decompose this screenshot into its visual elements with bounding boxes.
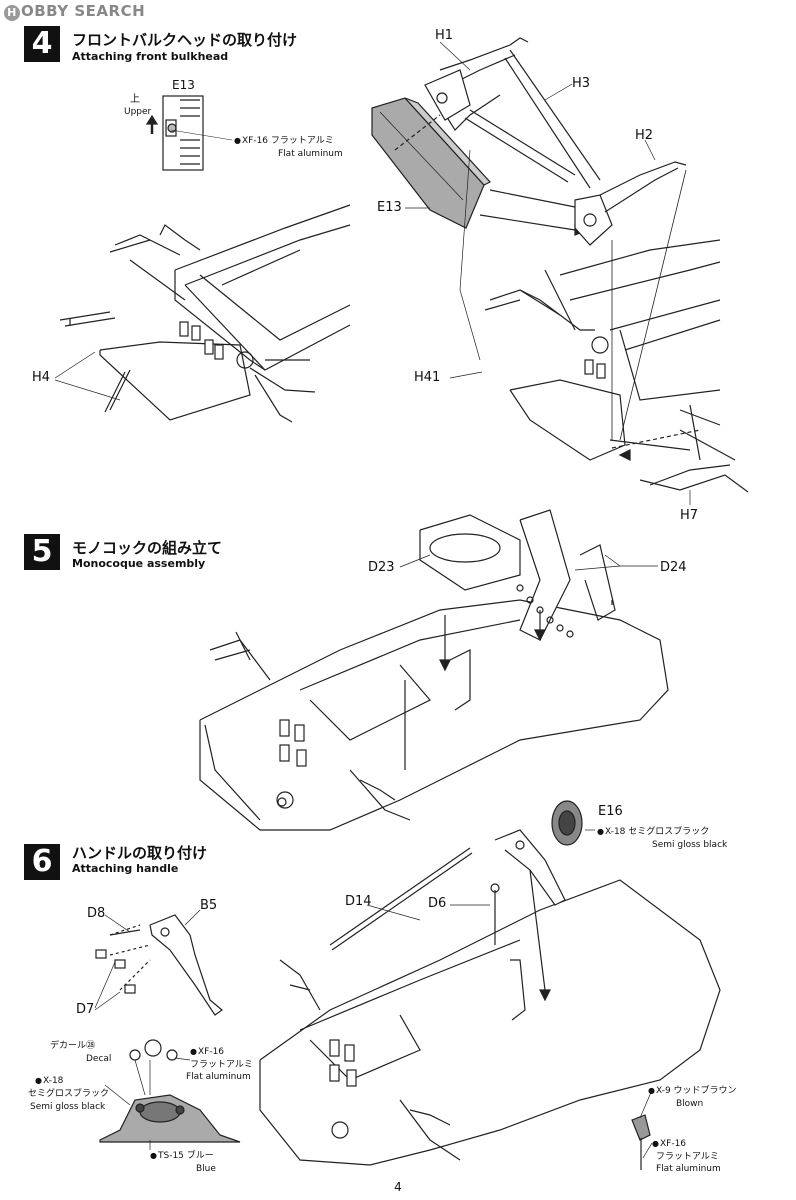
e13-detail-label: E13 xyxy=(172,78,195,92)
watermark-text: OBBY SEARCH xyxy=(21,2,146,20)
part-d7-label: D7 xyxy=(76,1002,95,1017)
e16-paint-code: X-18 セミグロスブラック xyxy=(597,826,709,838)
part-h3-label: H3 xyxy=(572,76,591,91)
part-e13-label: E13 xyxy=(377,200,402,215)
step6-leader-lines xyxy=(94,829,653,1159)
part-d23-label: D23 xyxy=(368,560,395,575)
step6-chassis-drawing xyxy=(259,800,721,1170)
e13-bulkhead-drawing xyxy=(371,97,602,236)
step6-handle-parts-drawing xyxy=(95,914,223,1016)
part-h2-label: H2 xyxy=(635,128,654,143)
xf16-paint-name: フラットアルミ xyxy=(190,1060,253,1070)
x9-paint-code: X-9 ウッドブラウン xyxy=(648,1085,737,1097)
e13-paint-code: XF-16 フラットアルミ xyxy=(234,135,334,147)
step5-monocoque-drawing xyxy=(199,509,669,831)
part-d8-label: D8 xyxy=(87,906,106,921)
step4-left-chassis-drawing xyxy=(59,204,351,423)
ts15-paint-code: TS-15 ブルー xyxy=(150,1150,214,1162)
e13-detail-drawing xyxy=(145,95,233,171)
step4-leader-lines xyxy=(54,41,691,505)
part-h41-label: H41 xyxy=(414,370,441,385)
xf16b-paint-name: フラットアルミ xyxy=(656,1152,719,1162)
part-e16-label: E16 xyxy=(598,804,623,819)
part-h7-label: H7 xyxy=(680,508,699,523)
xf16b-paint-code: XF-16 xyxy=(652,1138,686,1150)
x18-paint-code: X-18 xyxy=(35,1075,63,1087)
step-5-title-en: Monocoque assembly xyxy=(72,557,206,570)
part-d24-label: D24 xyxy=(660,560,687,575)
xf16b-paint-en: Flat aluminum xyxy=(656,1164,721,1174)
e16-paint-en: Semi gloss black xyxy=(652,840,728,850)
part-b5-label: B5 xyxy=(200,898,218,913)
ts15-paint-en: Blue xyxy=(196,1164,216,1174)
upper-arm-drawings xyxy=(424,37,687,441)
x9-paint-en: Blown xyxy=(676,1099,704,1109)
watermark-icon: H xyxy=(4,5,20,21)
step-6-number: 6 xyxy=(24,844,60,880)
xf16-paint-code: XF-16 xyxy=(190,1046,224,1058)
instrument-panel-drawing xyxy=(99,1039,241,1143)
part-d6-label: D6 xyxy=(428,896,447,911)
step-6-title-en: Attaching handle xyxy=(72,862,179,875)
step-6-title-jp: ハンドルの取り付け xyxy=(72,844,208,862)
step-4-title-jp: フロントバルクヘッドの取り付け xyxy=(72,31,298,49)
step-4-number: 4 xyxy=(24,26,60,62)
upper-label-en: Upper xyxy=(124,107,152,117)
part-d14-label: D14 xyxy=(345,894,372,909)
decal-label-jp: デカール㉘ xyxy=(50,1041,96,1051)
upper-label-jp: 上 xyxy=(130,94,140,105)
xf16-paint-en: Flat aluminum xyxy=(186,1072,251,1082)
step-5-title-jp: モノコックの組み立て xyxy=(72,539,223,557)
page-number: 4 xyxy=(394,1180,402,1194)
step4-right-chassis-drawing xyxy=(484,239,749,493)
decal-label-en: Decal xyxy=(86,1054,112,1064)
step5-leader-lines xyxy=(399,554,658,571)
x18-paint-en: Semi gloss black xyxy=(30,1102,106,1112)
e13-paint-en: Flat aluminum xyxy=(278,149,343,159)
part-h1-label: H1 xyxy=(435,28,454,43)
part-h4-label: H4 xyxy=(32,370,51,385)
step-4-title-en: Attaching front bulkhead xyxy=(72,50,229,63)
x18-paint-name: セミグロスブラック xyxy=(28,1089,110,1099)
step-5-number: 5 xyxy=(24,534,60,570)
